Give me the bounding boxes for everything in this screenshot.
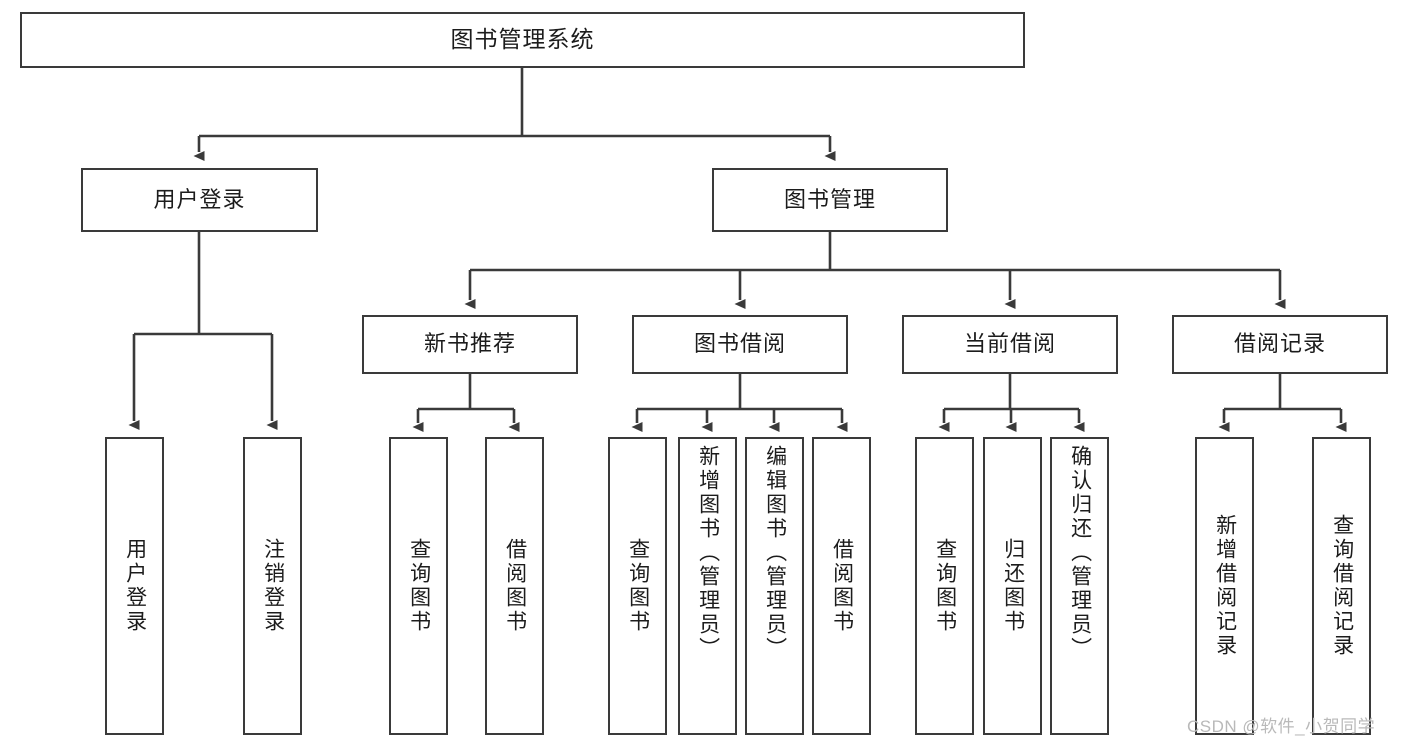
node-user-login[interactable]: 用户登录	[81, 168, 318, 232]
node-label: 图书管理	[783, 186, 876, 212]
leaf-add-borrow-record[interactable]: 新增借阅记录	[1195, 437, 1254, 735]
leaf-query-books-borrow[interactable]: 查询图书	[608, 437, 667, 735]
node-book-management[interactable]: 图书管理	[712, 168, 948, 232]
leaf-borrow-books-borrow[interactable]: 借阅图书	[812, 437, 871, 735]
node-label: 借阅图书	[830, 538, 854, 634]
node-label: 注销登录	[261, 538, 285, 634]
node-label: 新增借阅记录	[1213, 514, 1237, 658]
node-label: 编辑图书（管理员）	[763, 445, 787, 661]
leaf-return-books[interactable]: 归还图书	[983, 437, 1042, 735]
node-label: 归还图书	[1001, 538, 1025, 634]
node-label: 用户登录	[123, 538, 147, 634]
node-label: 新书推荐	[423, 331, 516, 357]
node-borrow-record[interactable]: 借阅记录	[1172, 315, 1388, 374]
node-label: 查询图书	[407, 538, 431, 634]
leaf-edit-book-admin[interactable]: 编辑图书（管理员）	[745, 437, 804, 735]
node-new-book-recommend[interactable]: 新书推荐	[362, 315, 578, 374]
node-label: 确认归还（管理员）	[1068, 445, 1092, 661]
leaf-borrow-books-newbook[interactable]: 借阅图书	[485, 437, 544, 735]
node-label: 当前借阅	[963, 331, 1056, 357]
node-label: 新增图书（管理员）	[696, 445, 720, 661]
leaf-query-books-newbook[interactable]: 查询图书	[389, 437, 448, 735]
node-book-borrow[interactable]: 图书借阅	[632, 315, 848, 374]
leaf-query-borrow-record[interactable]: 查询借阅记录	[1312, 437, 1371, 735]
node-label: 查询图书	[933, 538, 957, 634]
node-label: 借阅记录	[1233, 331, 1326, 357]
node-label: 用户登录	[153, 186, 246, 212]
node-label: 图书借阅	[693, 331, 786, 357]
node-label: 图书管理系统	[450, 26, 595, 53]
node-label: 查询图书	[626, 538, 650, 634]
node-root-book-management-system[interactable]: 图书管理系统	[20, 12, 1025, 68]
leaf-add-book-admin[interactable]: 新增图书（管理员）	[678, 437, 737, 735]
node-current-borrow[interactable]: 当前借阅	[902, 315, 1118, 374]
leaf-confirm-return-admin[interactable]: 确认归还（管理员）	[1050, 437, 1109, 735]
leaf-logout[interactable]: 注销登录	[243, 437, 302, 735]
leaf-user-login[interactable]: 用户登录	[105, 437, 164, 735]
leaf-query-books-current[interactable]: 查询图书	[915, 437, 974, 735]
csdn-watermark: CSDN @软件_小贺同学	[1187, 717, 1376, 736]
node-label: 借阅图书	[503, 538, 527, 634]
node-label: 查询借阅记录	[1330, 514, 1354, 658]
